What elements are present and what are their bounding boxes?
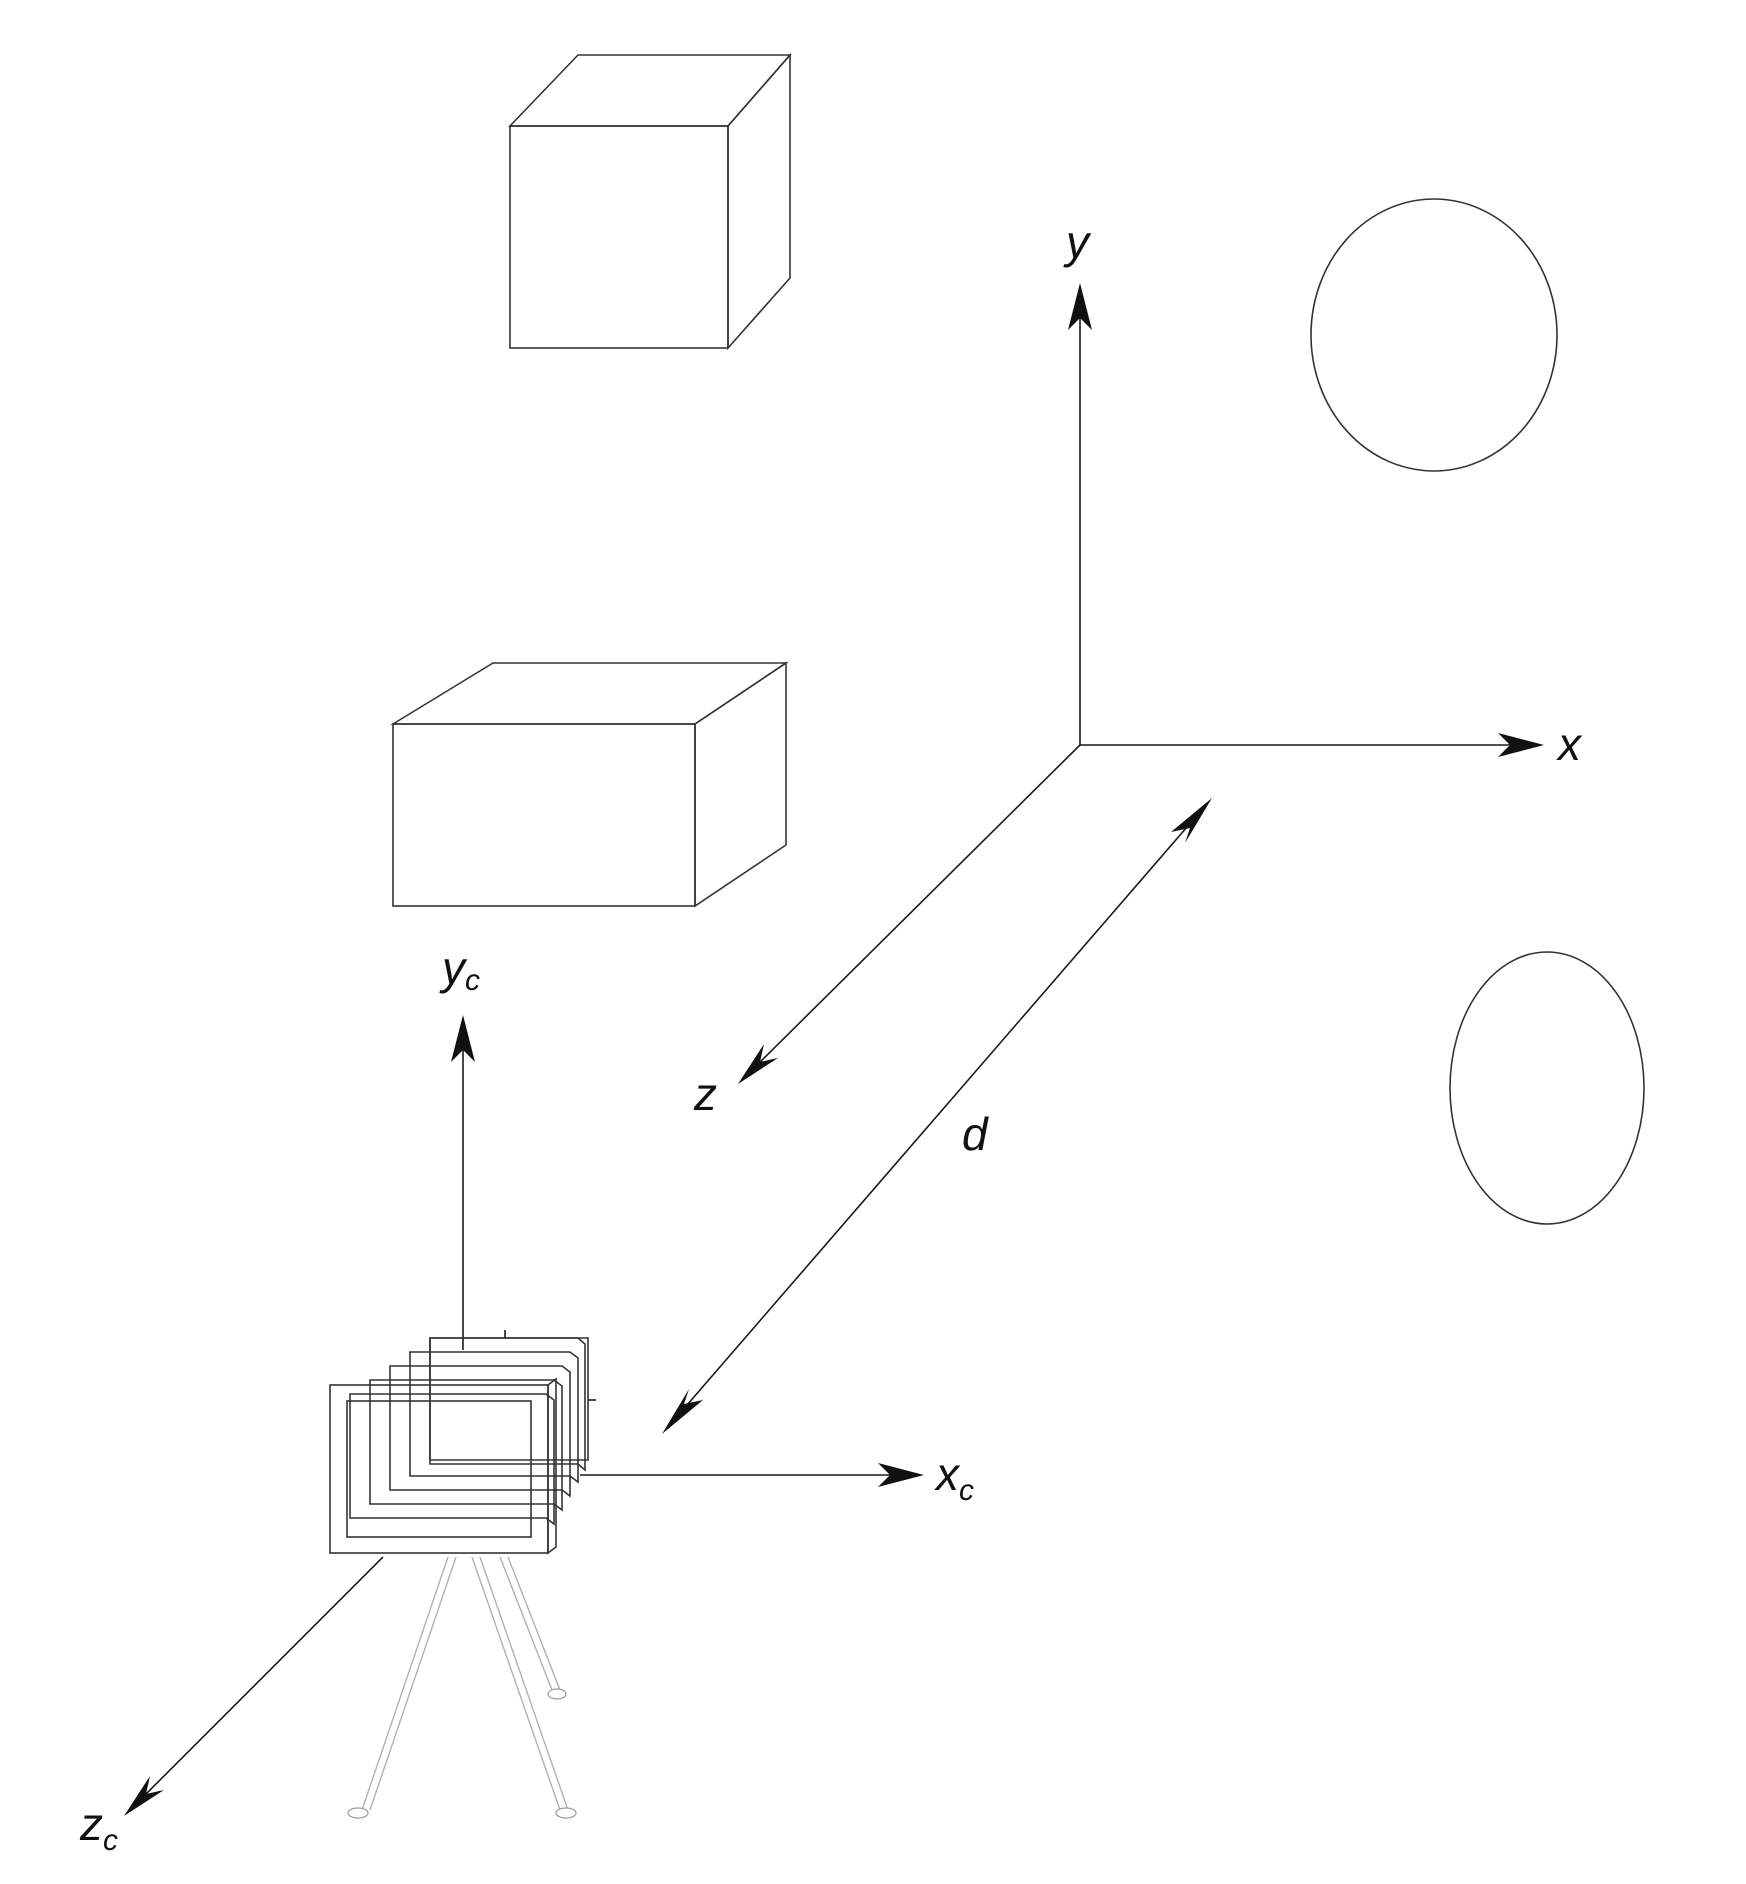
camera-axes: yc xc zc [79, 942, 974, 1857]
cube-top-face-fill [508, 54, 792, 127]
cube-top-face [510, 55, 790, 126]
world-x-arrow-icon [1498, 733, 1544, 757]
tripod-icon [347, 1556, 577, 1819]
camera-z-label: zc [79, 1798, 118, 1857]
world-y-arrow-icon [1068, 283, 1092, 330]
distance-lower-arrow-icon [662, 1389, 703, 1434]
upper-sphere-object [1310, 198, 1558, 472]
world-z-arrow-icon [738, 1044, 778, 1084]
cube-front-face [509, 125, 729, 349]
camera-y-main: y [439, 942, 468, 994]
camera-z-axis [139, 1556, 384, 1801]
camera-x-arrow-icon [878, 1463, 924, 1487]
box-front-face [392, 723, 696, 907]
box-object [390, 661, 789, 908]
cube-side-face [727, 52, 791, 351]
box-top-face [390, 662, 789, 725]
distance-indicator: d [662, 798, 1212, 1434]
camera-z-main: z [79, 1798, 103, 1850]
camera-z-arrow-icon [124, 1776, 164, 1816]
camera-panels [349, 1337, 586, 1526]
camera-y-arrow-icon [451, 1015, 475, 1062]
world-y-label: y [1063, 216, 1092, 268]
camera-x-label: xc [934, 1448, 974, 1507]
camera-frame-side [547, 1377, 557, 1555]
lower-ellipsoid-object [1449, 951, 1645, 1225]
camera-x-main: x [934, 1448, 961, 1500]
world-x-label: x [1556, 718, 1583, 770]
distance-line [667, 811, 1201, 1428]
cube-object [508, 52, 792, 351]
camera-front-frame [329, 1384, 549, 1554]
camera-y-subscript: c [465, 964, 480, 997]
camera-icon [329, 1330, 596, 1819]
distance-label: d [962, 1108, 989, 1160]
world-z-label: z [693, 1068, 717, 1120]
camera-z-subscript: c [103, 1824, 118, 1857]
camera-x-subscript: c [959, 1474, 974, 1507]
world-z-axis [751, 744, 1081, 1071]
box-side-face [694, 661, 787, 908]
distance-upper-arrow-icon [1171, 798, 1212, 843]
camera-screen [346, 1400, 532, 1538]
camera-back-body [429, 1337, 589, 1461]
world-axes: y x z [693, 216, 1583, 1120]
camera-y-label: yc [439, 942, 480, 997]
